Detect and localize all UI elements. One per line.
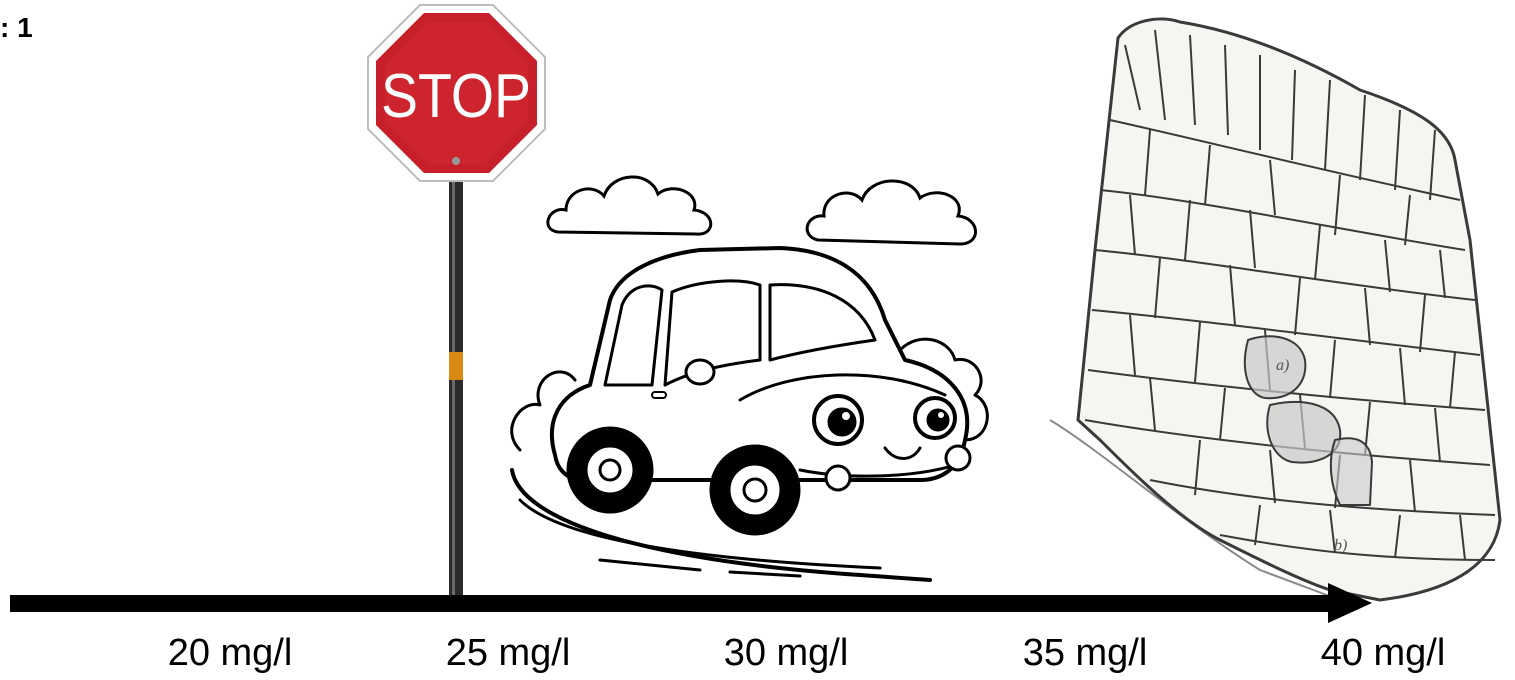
cloud-icon [548,177,711,234]
stop-sign-icon: STOP [368,5,545,597]
stop-sign-text: STOP [381,62,531,131]
stop-sign-pole [449,165,463,597]
scale-axis-line [10,595,1340,612]
scale-label-35: 35 mg/l [985,632,1185,675]
scale-label-40: 40 mg/l [1283,632,1483,675]
cloud-icon [807,181,975,244]
scale-label-20: 20 mg/l [130,632,330,675]
stone-wall-icon: a) b) [1050,19,1500,600]
wall-marker-a: a) [1276,357,1289,374]
scale-label-25: 25 mg/l [408,632,608,675]
wall-marker-b: b) [1334,537,1347,554]
scale-label-30: 30 mg/l [686,632,886,675]
arrow-icon [10,583,1372,623]
pole-reflector [449,352,463,380]
car-icon [512,248,988,580]
